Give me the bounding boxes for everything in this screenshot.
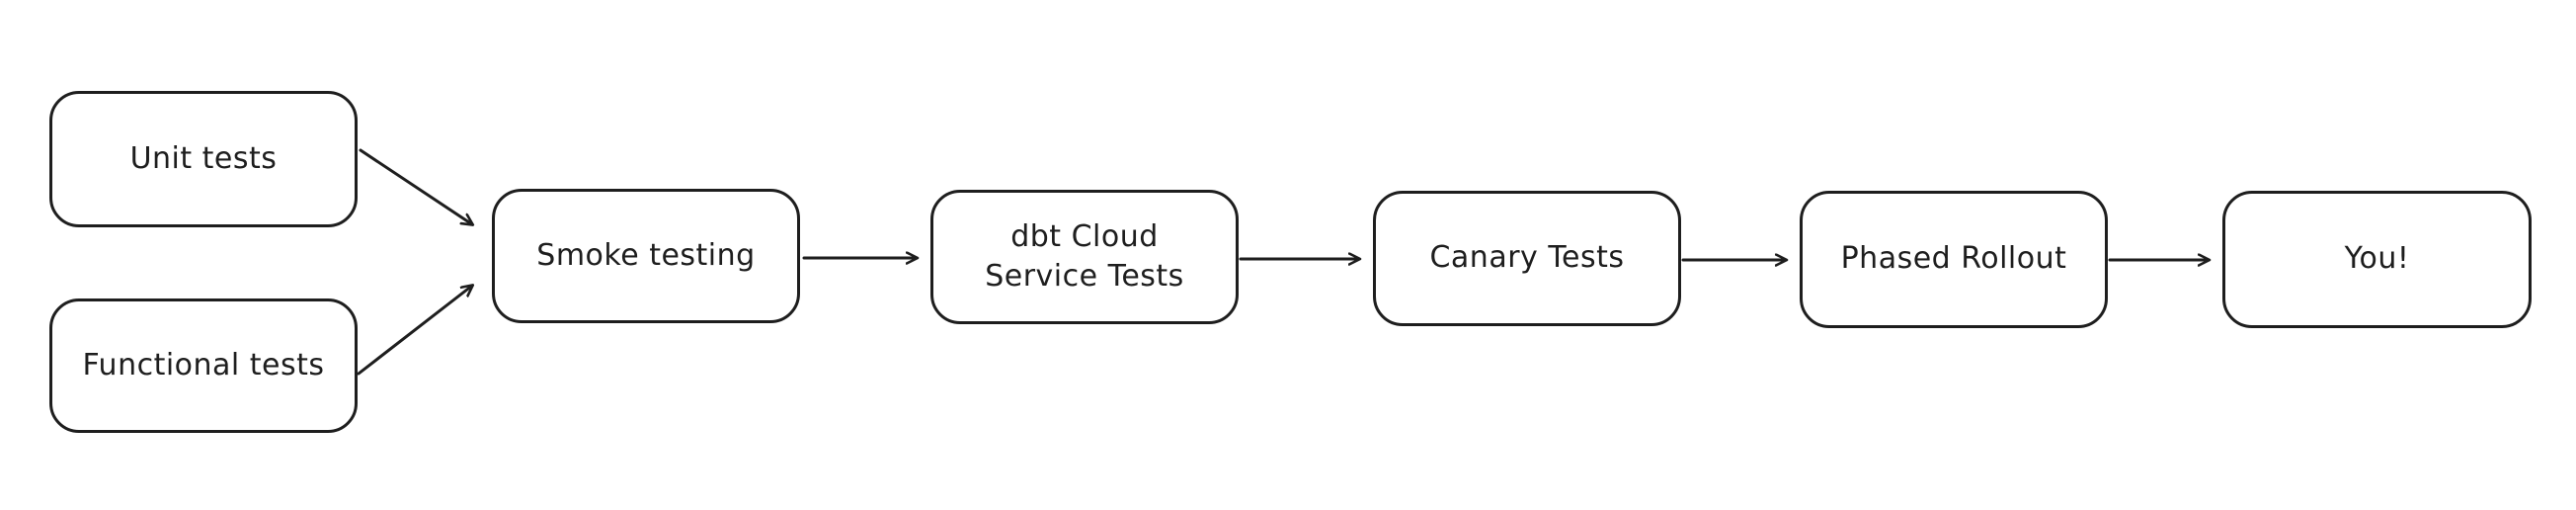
node-canary-tests: Canary Tests	[1373, 191, 1681, 326]
node-dbt-cloud-service-tests-line1: dbt Cloud	[1010, 218, 1159, 254]
node-unit-tests-label: Unit tests	[129, 140, 278, 176]
node-functional-tests: Functional tests	[49, 298, 358, 433]
node-you-label: You!	[2344, 241, 2410, 277]
node-phased-rollout: Phased Rollout	[1800, 191, 2108, 328]
node-dbt-cloud-service-tests-line2: Service Tests	[985, 259, 1184, 294]
edge-functional-tests-to-smoke-testing	[357, 286, 472, 376]
node-unit-tests: Unit tests	[49, 91, 358, 227]
node-canary-tests-label: Canary Tests	[1429, 240, 1625, 276]
node-functional-tests-label: Functional tests	[82, 347, 325, 382]
node-smoke-testing: Smoke testing	[492, 189, 800, 323]
node-smoke-testing-label: Smoke testing	[536, 237, 756, 273]
node-dbt-cloud-service-tests: dbt Cloud Service Tests	[930, 190, 1239, 324]
node-phased-rollout-label: Phased Rollout	[1840, 241, 2067, 277]
node-you: You!	[2222, 191, 2532, 328]
edge-unit-tests-to-smoke-testing	[359, 148, 472, 224]
